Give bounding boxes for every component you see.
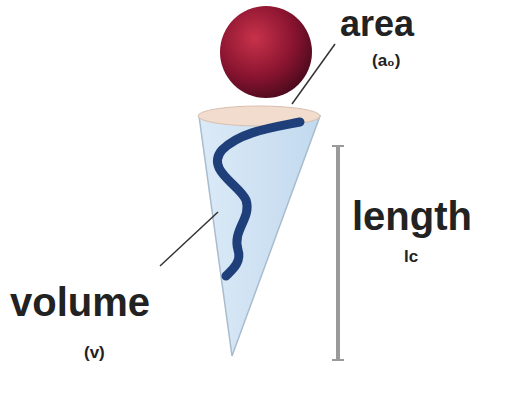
area-leader: [292, 44, 335, 104]
length-cap: [332, 359, 344, 361]
term-label: length: [352, 196, 472, 236]
term-label: volume: [10, 282, 150, 322]
tail-squiggle: [217, 122, 300, 276]
volume-leader: [160, 212, 218, 266]
length-cap: [332, 145, 344, 147]
symbol-label: lc: [404, 248, 418, 265]
head-sphere: [220, 6, 312, 98]
symbol-label: (a₀): [372, 52, 400, 69]
cone-body: [199, 116, 320, 356]
length-bar: [336, 146, 340, 360]
term-label: area: [340, 6, 414, 42]
symbol-label: (v): [84, 344, 105, 361]
